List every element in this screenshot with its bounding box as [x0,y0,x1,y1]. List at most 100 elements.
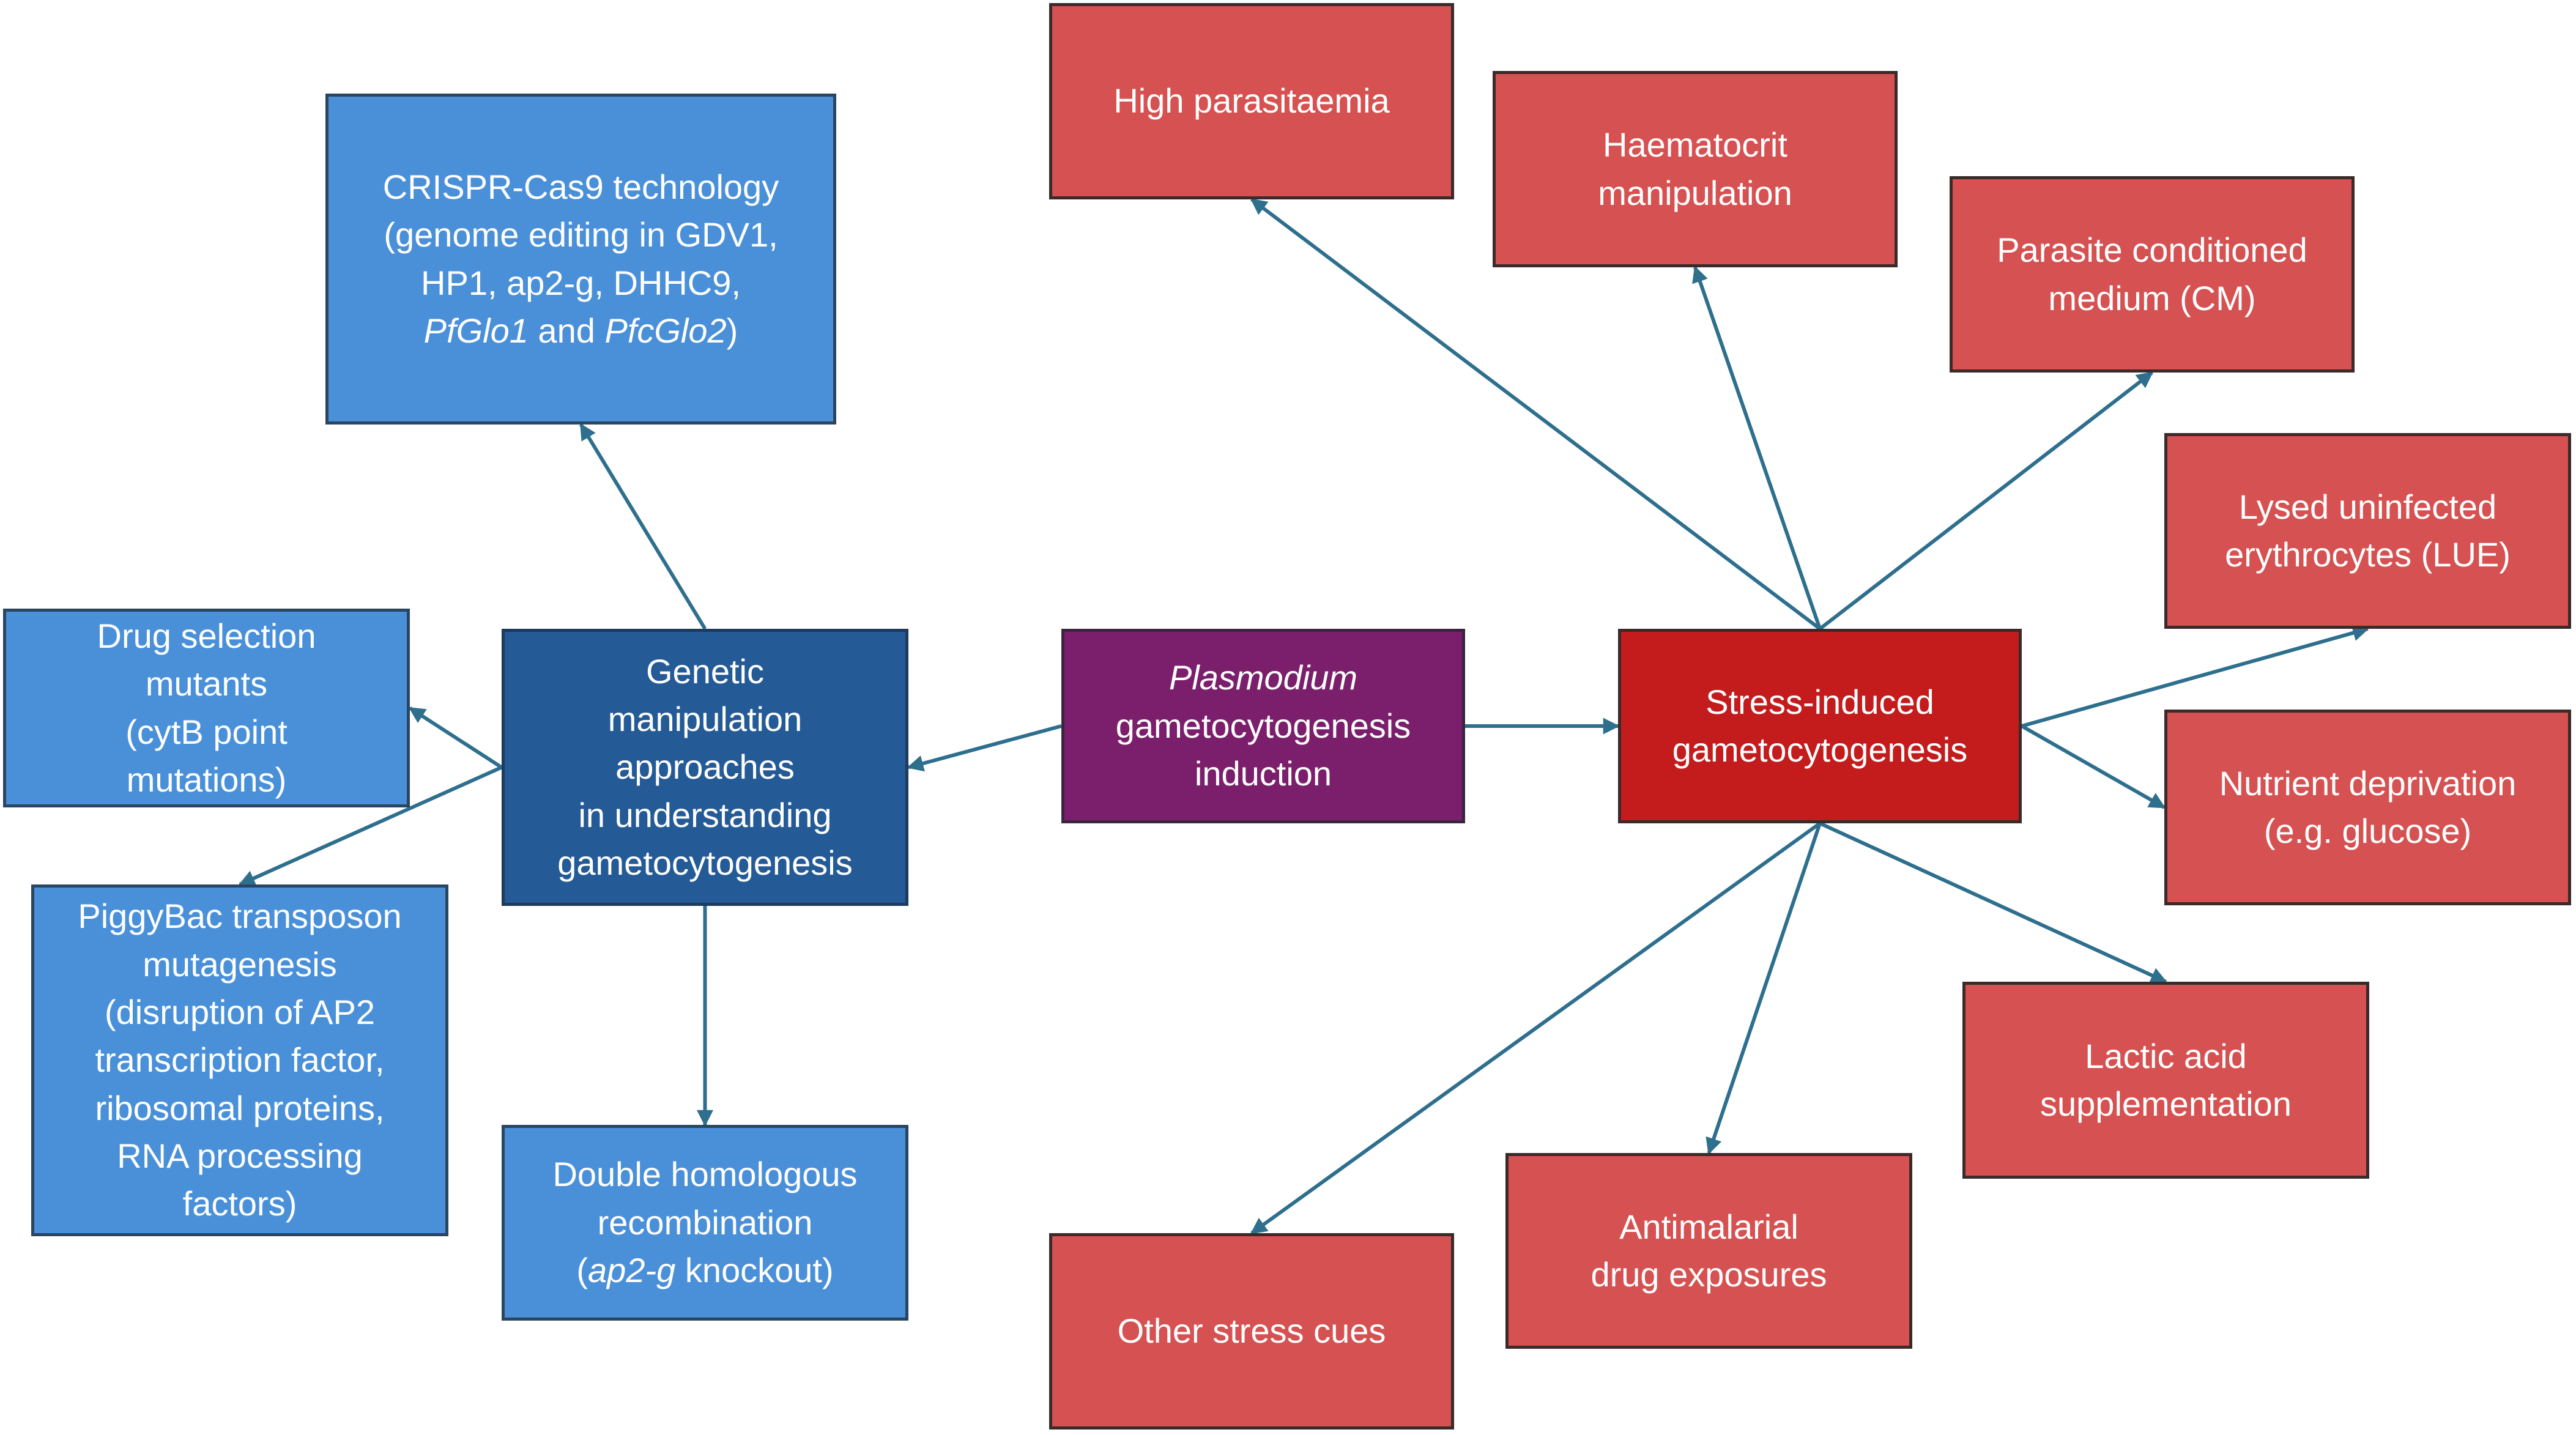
node-text-line: (genome editing in GDV1, [383,211,779,259]
node-text-segment: induction [1194,754,1332,793]
node-text-segment: (e.g. glucose) [2263,812,2472,850]
node-text-line: PiggyBac transposon [78,892,401,940]
arrow-stress-to-lysed [2021,625,2370,728]
node-drug-selection-mutants: Drug selection mutants (cytB point mutation… [3,609,410,807]
node-text-line: HP1, ap2-g, DHHC9, [383,259,779,307]
arrow-stress-to-lactic [1819,821,2167,984]
node-text-line: Drug selection [97,612,316,660]
node-text-line: CRISPR-Cas9 technology [383,163,779,211]
node-high-parasitaemia: High parasitaemia [1049,3,1454,199]
node-text-line: Genetic [557,648,853,695]
node-text-line: PfGlo1 and PfcGlo2) [383,307,779,355]
node-text-line: (cytB point [97,708,316,756]
arrow-center-to-genetic [907,724,1062,772]
node-text-segment: Nutrient deprivation [2219,763,2517,803]
node-text-segment: ap2-g [588,1251,676,1290]
node-text-line: Lysed uninfected [2225,483,2511,531]
node-text-line: High parasitaemia [1113,77,1389,125]
arrow-genetic-to-piggybac [238,765,503,886]
arrow-stress-to-nutrient [2021,724,2166,809]
arrow-stress-to-conditioned_medium [1819,371,2154,631]
arrow-stress-to-antimalarial [1706,823,1822,1155]
node-text-segment: transcription factor, [95,1040,385,1080]
arrow-stress-to-other_stress [1250,821,1821,1235]
node-text-segment: Haematocrit [1603,125,1787,165]
node-haematocrit-manipulation: Haematocrit manipulation [1493,71,1898,267]
arrow-stress-to-haematocrit [1692,265,1822,629]
node-antimalarial-drug: Antimalarial drug exposures [1505,1153,1912,1349]
node-text-line: in understanding [557,792,853,839]
node-text-segment: mutations) [126,760,287,799]
node-text-line: Antimalarial [1591,1203,1827,1251]
node-text-segment: CRISPR-Cas9 technology [382,167,779,206]
node-text-segment: Other stress cues [1117,1311,1386,1351]
node-text-segment: gametocytogenesis [557,844,853,883]
node-text-line: transcription factor, [78,1036,401,1084]
node-text-line: mutations) [97,756,316,804]
arrow-stress-to-high_parasitaemia [1250,198,1821,631]
node-text-line: drug exposures [1591,1251,1827,1299]
node-text-segment: gametocytogenesis [1115,706,1411,745]
node-text-segment: HP1, ap2-g, DHHC9, [421,263,741,302]
node-text-segment: ( [576,1251,588,1290]
node-text-segment: PfGlo1 [423,311,529,350]
node-text-segment: factors) [182,1184,297,1223]
arrow-genetic-to-drug_selection [408,706,503,769]
node-piggybac-mutagenesis: PiggyBac transposon mutagenesis (disruptio… [31,884,448,1236]
node-text-segment: PiggyBac transposon [78,897,402,936]
node-text-segment: Parasite conditioned [1997,231,2307,270]
node-text-segment: approaches [615,747,795,787]
node-text-line: Plasmodium [1116,654,1411,702]
node-text-segment: Plasmodium [1168,658,1358,697]
node-text-line: gametocytogenesis [1672,726,1968,774]
node-text-line: Haematocrit [1598,121,1792,169]
node-text-segment: (cytB point [125,712,288,751]
node-text-line: factors) [78,1180,401,1228]
node-text-line: manipulation [557,695,853,743]
node-text-segment: gametocytogenesis [1672,730,1968,769]
node-text-line: (ap2-g knockout) [552,1247,857,1294]
node-text-segment: PfcGlo2 [604,311,727,350]
node-text-segment: manipulation [1598,173,1792,212]
node-text-line: Lactic acid [2040,1033,2292,1080]
node-text-segment: Antimalarial [1619,1207,1798,1246]
node-text-segment: ribosomal proteins, [95,1088,385,1127]
node-text-segment: mutants [145,664,268,703]
node-text-line: approaches [557,743,853,791]
node-text-segment: erythrocytes (LUE) [2225,535,2511,574]
node-text-line: mutagenesis [78,941,401,988]
node-nutrient-deprivation: Nutrient deprivation (e.g. glucose) [2164,710,2571,905]
node-text-segment: Drug selection [97,616,316,655]
node-lysed-uninfected-erythrocytes: Lysed uninfected erythrocytes (LUE) [2164,433,2571,629]
node-text-line: gametocytogenesis [557,839,853,887]
node-text-line: (e.g. glucose) [2219,807,2517,855]
node-text-segment: High parasitaemia [1113,81,1390,121]
node-text-segment: (genome editing in GDV1, [384,215,778,254]
node-text-line: Other stress cues [1118,1307,1386,1355]
node-text-line: gametocytogenesis [1116,702,1411,750]
node-text-segment: Genetic [645,651,764,691]
node-text-segment: Stress-induced [1706,682,1934,721]
node-other-stress-cues: Other stress cues [1049,1233,1454,1429]
node-text-segment: in understanding [578,795,832,834]
node-text-line: supplementation [2040,1080,2292,1128]
node-text-line: ribosomal proteins, [78,1085,401,1132]
node-text-line: induction [1116,750,1411,798]
node-text-line: (disruption of AP2 [78,988,401,1036]
node-text-segment: drug exposures [1591,1255,1827,1294]
arrow-genetic-to-crispr [579,423,707,630]
node-text-segment: and [528,311,605,350]
node-text-line: mutants [97,660,316,708]
node-text-line: erythrocytes (LUE) [2225,531,2511,579]
node-text-segment: knockout) [675,1251,834,1290]
node-parasite-conditioned-medium: Parasite conditioned medium (CM) [1950,176,2355,373]
node-text-line: Stress-induced [1672,678,1968,726]
node-text-line: medium (CM) [1997,275,2307,322]
node-text-line: manipulation [1598,169,1792,217]
node-text-segment: (disruption of AP2 [104,992,376,1031]
node-text-line: Double homologous [552,1151,857,1198]
node-text-line: recombination [552,1199,857,1247]
